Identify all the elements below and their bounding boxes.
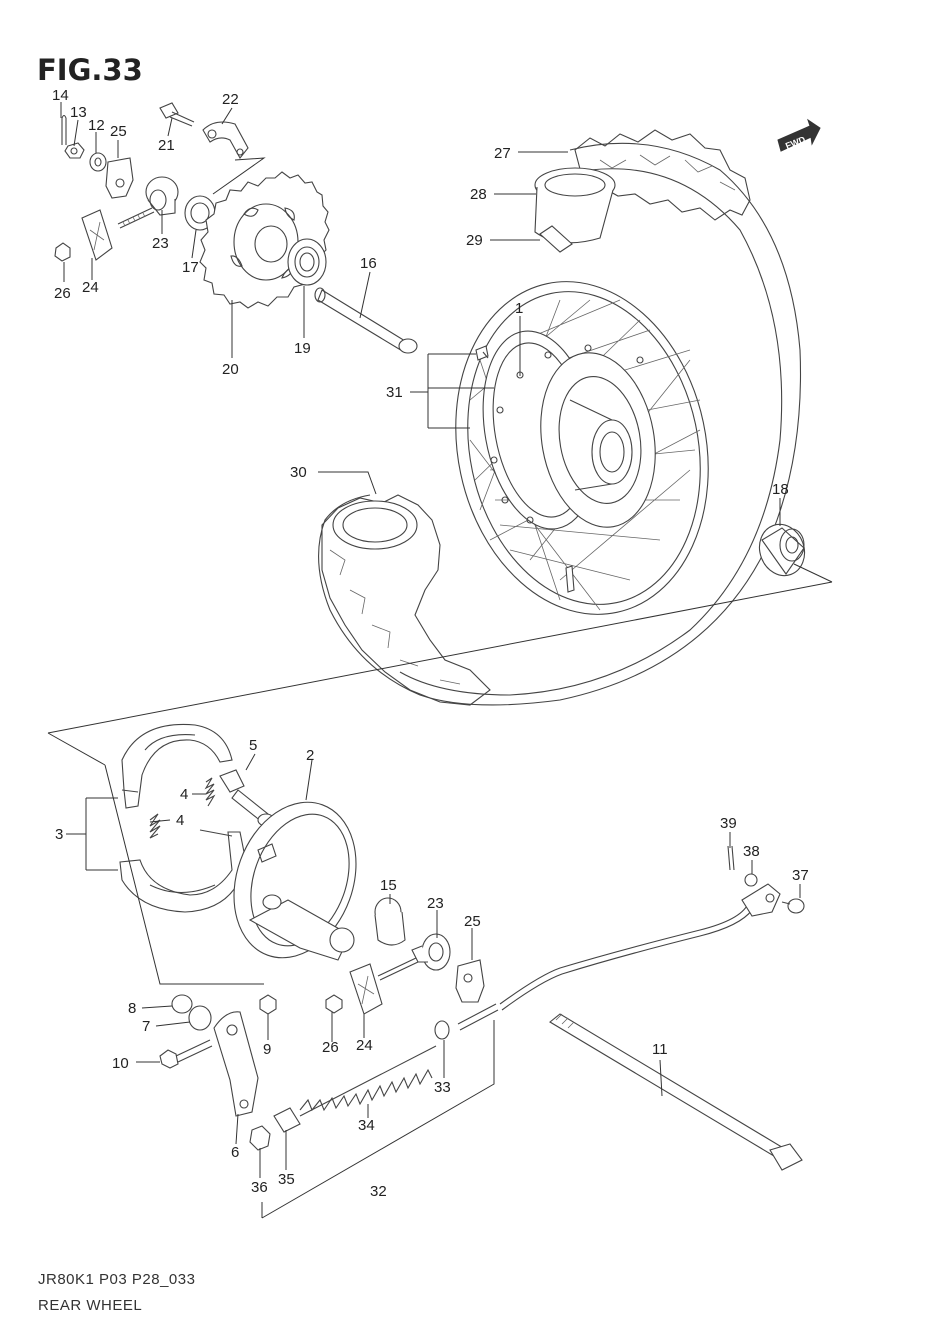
guide-line-22 bbox=[212, 157, 266, 195]
nut-part-26-upper bbox=[54, 242, 71, 262]
lock-washer-part-22 bbox=[202, 121, 249, 159]
label-39: 39 bbox=[720, 815, 737, 832]
label-5: 5 bbox=[249, 737, 257, 754]
label-14: 14 bbox=[52, 87, 69, 104]
label-25-lower: 25 bbox=[464, 913, 481, 930]
label-16: 16 bbox=[360, 255, 377, 272]
label-12: 12 bbox=[88, 117, 105, 134]
label-35: 35 bbox=[278, 1171, 295, 1188]
leader-lines bbox=[60, 102, 801, 1219]
valve-stem bbox=[565, 565, 575, 593]
part-labels: 14 13 12 25 21 22 23 17 16 24 26 19 20 2… bbox=[52, 87, 809, 1200]
spacer-part-23-lower bbox=[411, 933, 451, 971]
bolt-part-21 bbox=[159, 102, 195, 127]
cotter-pin-part bbox=[61, 114, 67, 145]
rim-bolts-part-31 bbox=[475, 345, 489, 361]
washer-part-38 bbox=[744, 873, 758, 887]
label-29: 29 bbox=[466, 232, 483, 249]
figure-title: FIG.33 bbox=[37, 53, 143, 87]
label-9: 9 bbox=[263, 1041, 271, 1058]
label-10: 10 bbox=[112, 1055, 129, 1072]
chain-adjuster-plate-25-upper bbox=[105, 157, 134, 199]
label-26-lower: 26 bbox=[322, 1039, 339, 1056]
bolt-part-10 bbox=[159, 1039, 213, 1069]
label-1: 1 bbox=[515, 300, 523, 317]
label-30: 30 bbox=[290, 464, 307, 481]
label-33: 33 bbox=[434, 1079, 451, 1096]
bearing-part-18 bbox=[758, 523, 806, 577]
adjuster-bolt-part bbox=[117, 207, 155, 229]
rear-tire-part-30 bbox=[318, 129, 801, 706]
label-37: 37 bbox=[792, 867, 809, 884]
rim-band-part-29 bbox=[539, 225, 573, 253]
washer-part-12 bbox=[89, 152, 107, 172]
label-22: 22 bbox=[222, 91, 239, 108]
label-11: 11 bbox=[652, 1041, 668, 1058]
label-23-lower: 23 bbox=[427, 895, 444, 912]
label-17: 17 bbox=[182, 259, 199, 276]
adjuster-bolt-lower bbox=[377, 957, 419, 981]
label-13: 13 bbox=[70, 104, 87, 121]
brake-rod-part-32 bbox=[457, 883, 781, 1031]
spacer-tube-part-16 bbox=[314, 287, 418, 354]
label-28: 28 bbox=[470, 186, 487, 203]
washer-part-8 bbox=[171, 994, 193, 1014]
label-15: 15 bbox=[380, 877, 397, 894]
label-7: 7 bbox=[142, 1018, 150, 1035]
label-4-upper: 4 bbox=[180, 786, 188, 803]
chain-adjuster-plate-25-lower bbox=[455, 959, 485, 1003]
hub-part bbox=[482, 330, 656, 530]
joint-part-35 bbox=[273, 1107, 301, 1133]
adjuster-block-24-upper bbox=[81, 209, 113, 261]
nut-part-26-lower bbox=[325, 994, 343, 1014]
label-36: 36 bbox=[251, 1179, 268, 1196]
rod-spring-part-34 bbox=[299, 1045, 437, 1117]
label-32: 32 bbox=[370, 1183, 387, 1200]
label-25-upper: 25 bbox=[110, 123, 127, 140]
footer-name: REAR WHEEL bbox=[38, 1297, 142, 1314]
axle-part-11 bbox=[549, 1013, 803, 1171]
label-2: 2 bbox=[306, 747, 314, 764]
label-8: 8 bbox=[128, 1000, 136, 1017]
washer-part-33 bbox=[434, 1020, 450, 1040]
label-19: 19 bbox=[294, 340, 311, 357]
label-27: 27 bbox=[494, 145, 511, 162]
nut-part-9 bbox=[259, 994, 277, 1015]
label-6: 6 bbox=[231, 1144, 239, 1161]
brake-shoes-part-3 bbox=[119, 723, 247, 913]
footer-code: JR80K1 P03 P28_033 bbox=[38, 1271, 195, 1288]
label-20: 20 bbox=[222, 361, 239, 378]
nut-part-13 bbox=[64, 142, 85, 159]
section-divider-line bbox=[47, 563, 833, 766]
brake-arm-part-6 bbox=[213, 1011, 259, 1117]
label-24-lower: 24 bbox=[356, 1037, 373, 1054]
label-21: 21 bbox=[158, 137, 175, 154]
label-18: 18 bbox=[772, 481, 789, 498]
bolt-part-37 bbox=[781, 898, 805, 914]
label-24-upper: 24 bbox=[82, 279, 99, 296]
bearing-part-19 bbox=[287, 238, 327, 286]
cotter-pin-part-39 bbox=[727, 845, 735, 871]
adjuster-block-24-lower bbox=[349, 963, 383, 1015]
spacer-part-15 bbox=[374, 897, 406, 946]
brake-cam-part-5 bbox=[219, 769, 275, 827]
spacer-part-23-upper bbox=[145, 176, 179, 216]
label-34: 34 bbox=[358, 1117, 375, 1134]
fwd-arrow-icon: FWD bbox=[777, 118, 821, 152]
oil-seal-part-7 bbox=[188, 1005, 212, 1031]
label-26-upper: 26 bbox=[54, 285, 71, 302]
nut-part-36 bbox=[249, 1125, 271, 1151]
label-38: 38 bbox=[743, 843, 760, 860]
label-31: 31 bbox=[386, 384, 403, 401]
label-23-upper: 23 bbox=[152, 235, 169, 252]
label-3: 3 bbox=[55, 826, 63, 843]
brake-panel-part-2 bbox=[233, 801, 357, 961]
label-4-lower: 4 bbox=[176, 812, 184, 829]
